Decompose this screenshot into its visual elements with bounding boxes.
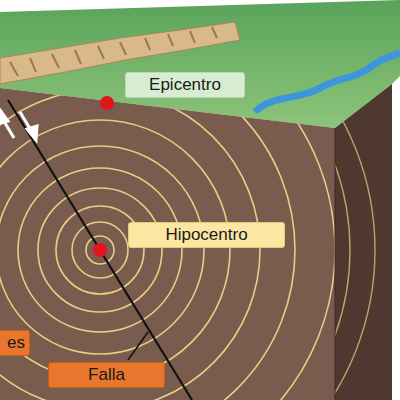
fault-label: Falla — [48, 362, 165, 388]
front-face — [0, 88, 335, 400]
scarp-texture — [10, 27, 217, 76]
slip-arrows — [0, 110, 37, 140]
label-text: Hipocentro — [165, 225, 247, 245]
side-face — [335, 84, 392, 400]
block-edge — [335, 128, 336, 400]
waves-label: es — [0, 330, 30, 356]
seismic-waves — [0, 15, 335, 400]
hypocenter-label: Hipocentro — [128, 222, 285, 248]
epicenter-dot — [100, 96, 114, 110]
label-text: es — [7, 333, 25, 353]
seismic-waves-side — [0, 0, 375, 400]
epicenter-label: Epicentro — [125, 72, 245, 98]
leader-line — [128, 332, 148, 360]
label-text: Epicentro — [149, 75, 221, 95]
label-text: Falla — [88, 365, 125, 385]
fault-line — [8, 100, 192, 400]
hypocenter-dot — [93, 243, 107, 257]
